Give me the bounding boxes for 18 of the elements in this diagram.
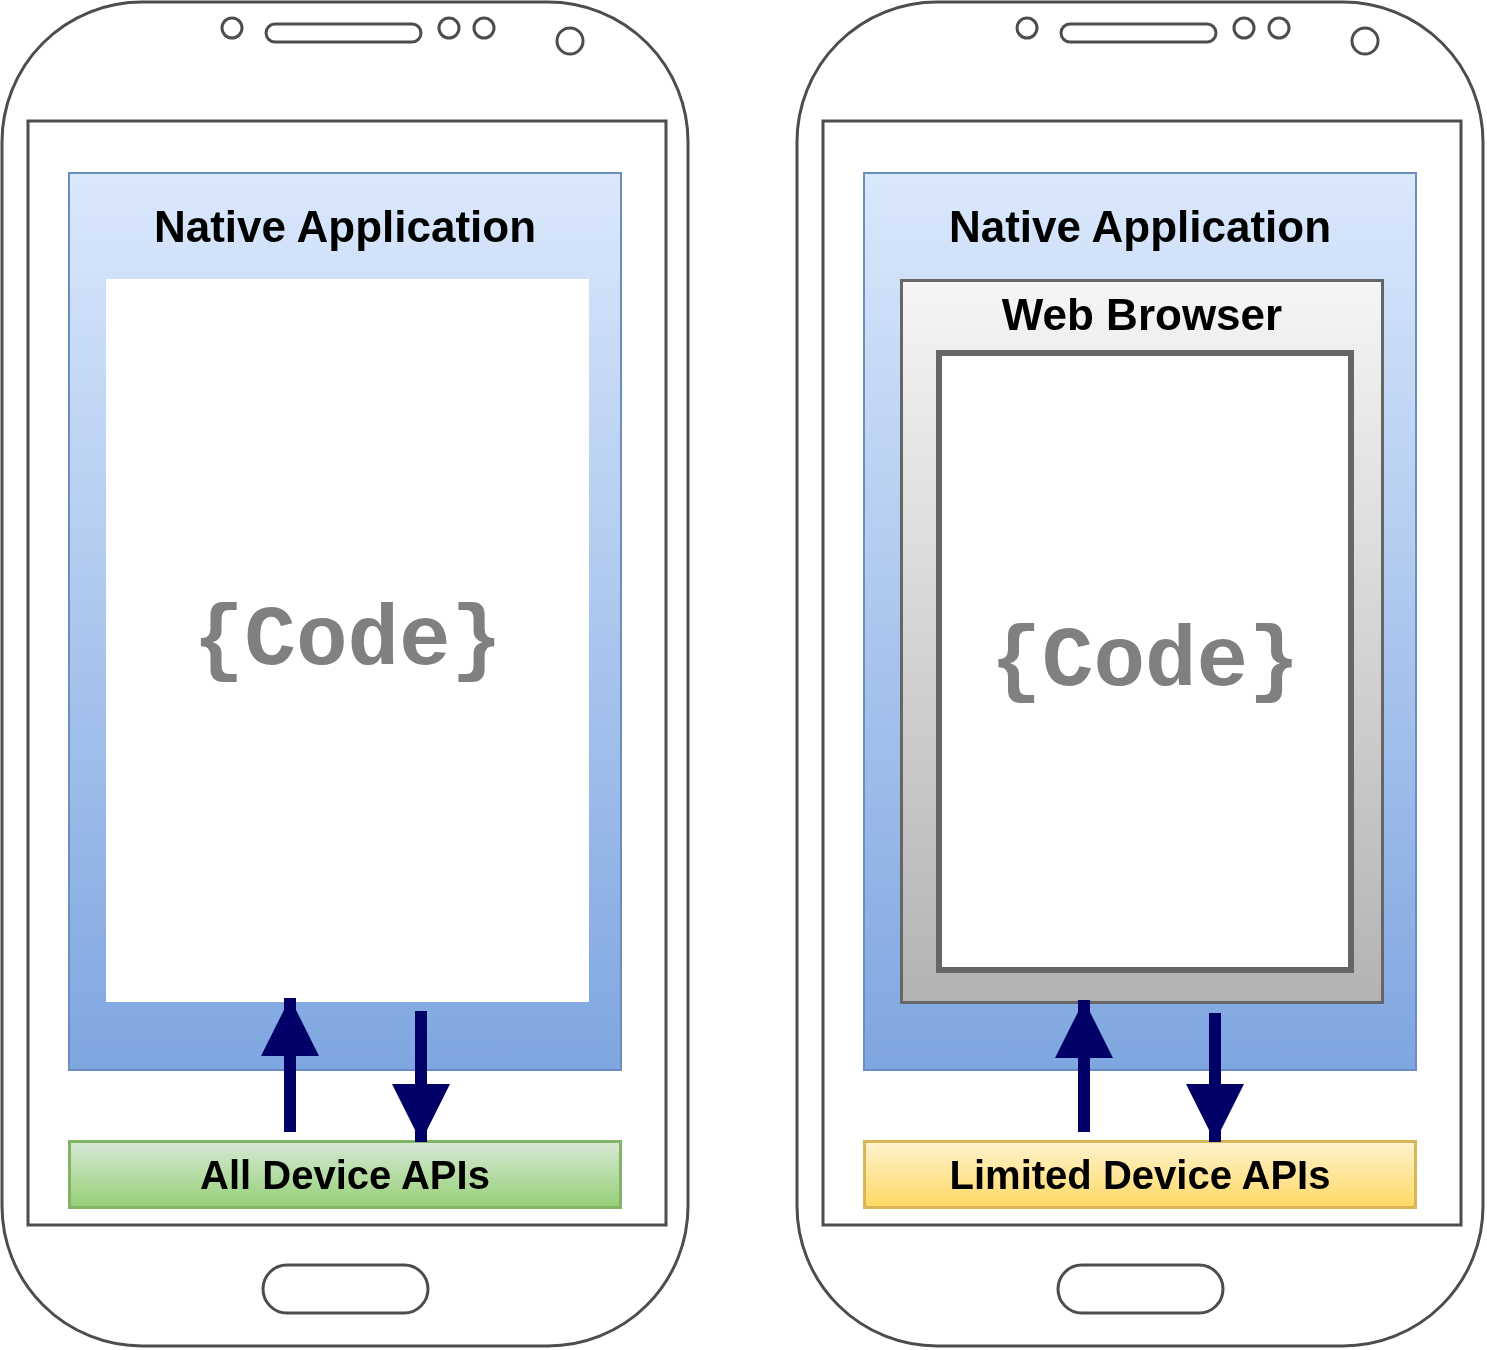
browser-panel <box>900 279 1384 1004</box>
app-panel <box>68 172 622 1071</box>
code-label: {Code} <box>989 612 1301 711</box>
code-area <box>106 279 589 1002</box>
code-area <box>936 350 1354 973</box>
heading: Native Application <box>152 202 538 252</box>
api-bar <box>68 1140 622 1209</box>
arrow <box>1055 1000 1113 1132</box>
code-label: {Code} <box>191 591 504 690</box>
app-panel <box>863 172 1417 1071</box>
arrow <box>261 998 319 1132</box>
heading: Native Application <box>947 202 1333 252</box>
api-bar <box>863 1140 1417 1209</box>
arrow <box>392 1011 450 1142</box>
heading: Limited Device APIs <box>948 1153 1332 1198</box>
arrow <box>1186 1013 1244 1142</box>
heading: Web Browser <box>1000 290 1284 340</box>
heading: All Device APIs <box>199 1153 491 1198</box>
